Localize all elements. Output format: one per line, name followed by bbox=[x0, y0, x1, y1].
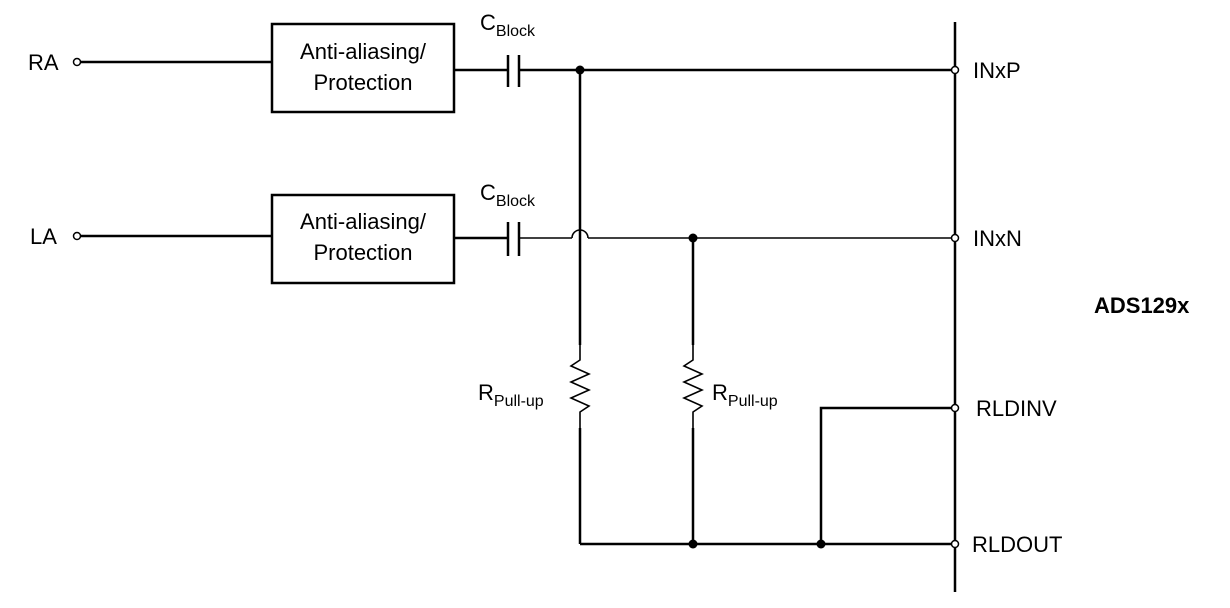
inxp-terminal bbox=[950, 65, 960, 75]
anti-aliasing-block-top bbox=[270, 22, 456, 114]
pin-label-rldout: RLDOUT bbox=[972, 532, 1062, 557]
rldout-terminal bbox=[950, 539, 960, 549]
pin-label-inxn: INxN bbox=[973, 226, 1022, 251]
rldinv-wire bbox=[819, 406, 951, 544]
rldinv-terminal bbox=[950, 403, 960, 413]
block-top-line1: Anti-aliasing/ bbox=[300, 39, 427, 64]
resistor-left bbox=[569, 345, 591, 428]
resistor-left-label: RPull-up bbox=[478, 380, 544, 410]
block-bottom-line1: Anti-aliasing/ bbox=[300, 209, 427, 234]
input-label-ra: RA bbox=[28, 50, 59, 75]
resistor-right-label: RPull-up bbox=[712, 380, 778, 410]
chip-name: ADS129x bbox=[1094, 293, 1190, 318]
la-terminal bbox=[72, 231, 82, 241]
junction-rldout-right bbox=[688, 539, 698, 549]
resistor-right bbox=[682, 345, 704, 428]
cap-bottom-label: CBlock bbox=[480, 180, 536, 210]
inxn-terminal bbox=[950, 233, 960, 243]
cap-top-label: CBlock bbox=[480, 10, 536, 40]
ra-terminal bbox=[72, 57, 82, 67]
input-label-la: LA bbox=[30, 224, 57, 249]
block-bottom-line2: Protection bbox=[313, 240, 412, 265]
block-top-line2: Protection bbox=[313, 70, 412, 95]
pin-label-inxp: INxP bbox=[973, 58, 1021, 83]
pin-label-rldinv: RLDINV bbox=[976, 396, 1057, 421]
anti-aliasing-block-bottom bbox=[270, 193, 456, 285]
